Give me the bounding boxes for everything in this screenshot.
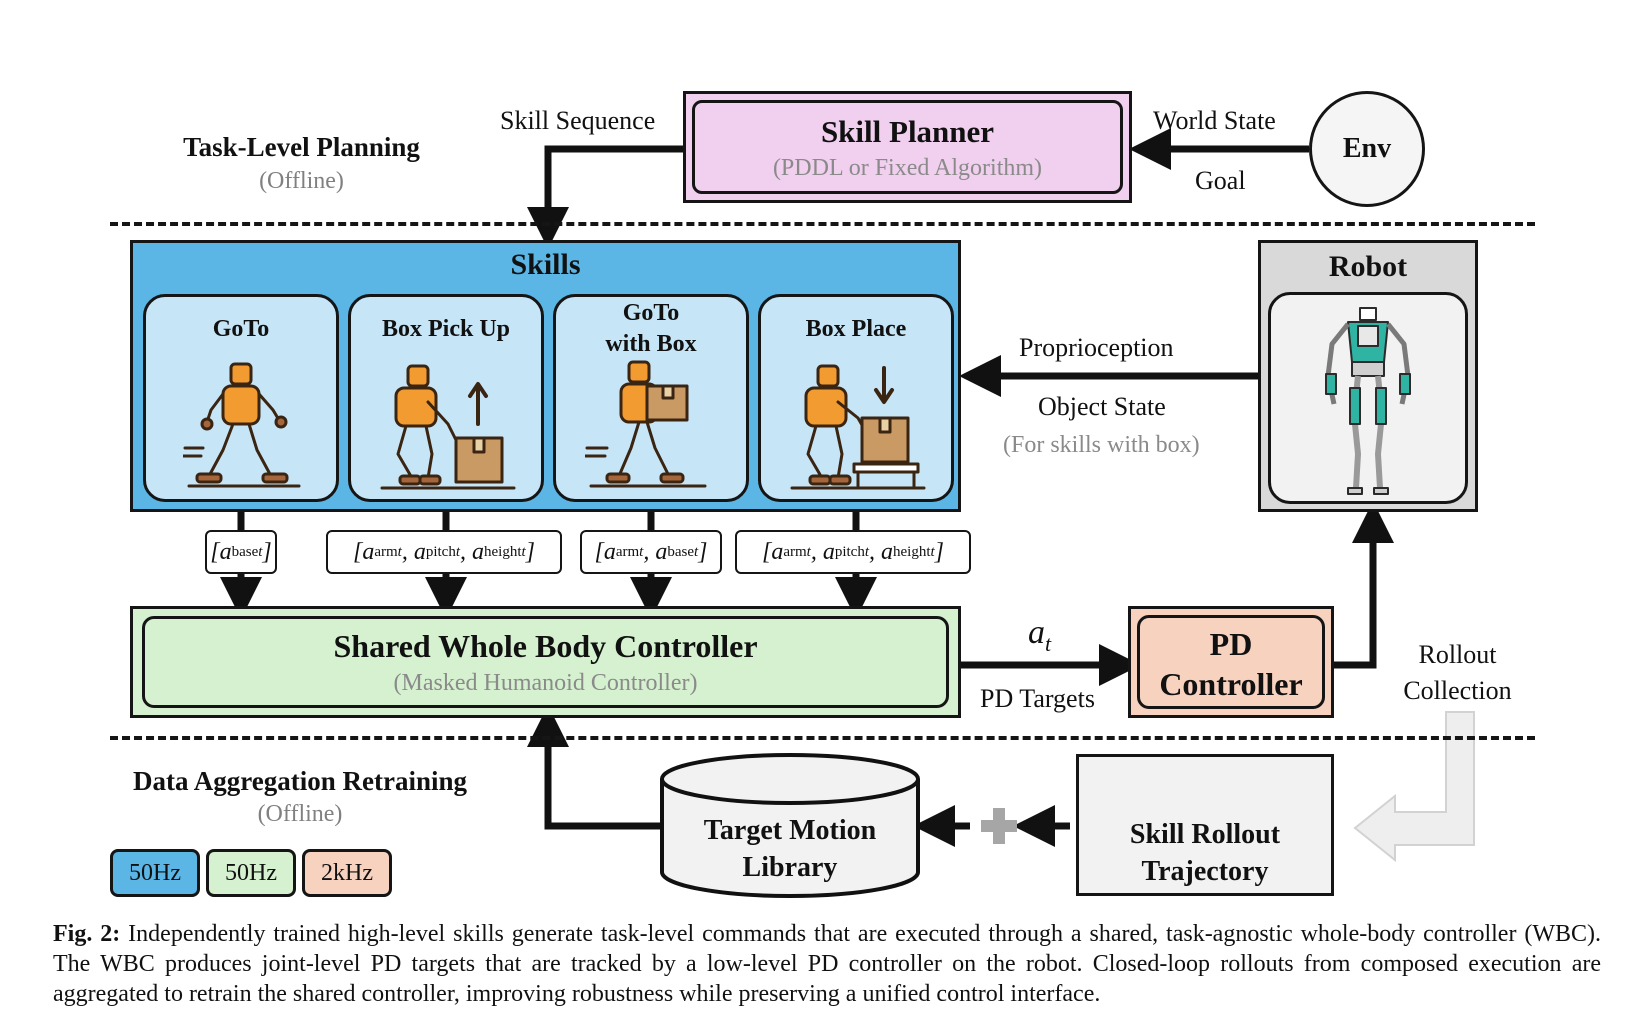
legend-2khz-pd: 2kHz [302, 849, 392, 897]
target-motion-library-cylinder [660, 753, 920, 898]
proprioception-label: Proprioception [1019, 333, 1174, 362]
skill-planner-inner [692, 100, 1123, 194]
world-state-label: World State [1153, 106, 1276, 135]
skill-label-box-pick-up: Box Pick Up [381, 316, 510, 342]
robot-walking-icon [183, 362, 301, 488]
rollout-collection-arrow [1353, 711, 1475, 863]
skill-rollout-trajectory-box [1076, 754, 1334, 896]
skill-card-goto [143, 294, 339, 502]
object-state-note: (For skills with box) [1003, 432, 1200, 458]
humanoid-robot-icon [1325, 307, 1411, 495]
wbc-title: Shared Whole Body Controller [333, 628, 758, 664]
robot-title: Robot [1328, 250, 1408, 283]
skill-sequence-label: Skill Sequence [500, 106, 656, 135]
skill-card-box-pick-up [348, 294, 544, 502]
data-aggregation-title: Data Aggregation Retraining [133, 766, 467, 796]
wbc-subtitle: (Masked Humanoid Controller) [393, 670, 698, 696]
task-level-planning-subtitle: (Offline) [259, 168, 344, 194]
dashed-divider-top [110, 222, 1535, 226]
goal-label: Goal [1195, 166, 1246, 195]
library-to-wbc-arrow [527, 705, 662, 830]
legend-50hz-wbc: 50Hz [206, 849, 296, 897]
at-label: at [1028, 614, 1052, 656]
robot-pick-up-box-icon [380, 364, 516, 490]
object-state-label: Object State [1038, 392, 1166, 421]
plus-icon [981, 808, 1017, 844]
dashed-divider-bottom [110, 736, 1535, 740]
env-label: Env [1342, 133, 1392, 164]
skills-title: Skills [510, 248, 581, 281]
skill-planner-title: Skill Planner [820, 114, 995, 149]
pd-controller-inner [1137, 615, 1325, 709]
env-node [1309, 91, 1425, 207]
robot-place-box-icon [790, 364, 926, 490]
skill-label-box-place: Box Place [805, 316, 907, 342]
robot-walking-with-box-icon [585, 360, 707, 488]
figure-caption: Fig. 2: Independently trained high-level… [53, 921, 1602, 1007]
task-level-planning-title: Task-Level Planning [183, 132, 420, 162]
skill-planner-subtitle: (PDDL or Fixed Algorithm) [772, 155, 1043, 181]
wbc-inner [142, 616, 949, 708]
skill-label-goto: GoTo [212, 316, 270, 342]
skill-sequence-arrow [527, 145, 692, 249]
pd-targets-label: PD Targets [980, 684, 1095, 713]
legend-50hz-skills: 50Hz [110, 849, 200, 897]
data-aggregation-subtitle: (Offline) [257, 801, 343, 827]
pd-to-robot-arrow [1334, 501, 1394, 669]
